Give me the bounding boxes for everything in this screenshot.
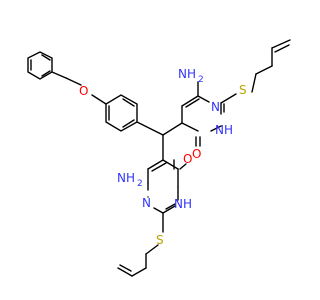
bond-central-upper-pyrimidine <box>162 122 183 136</box>
atom-s-top: S <box>239 83 247 97</box>
bond-aryl-central-ch <box>136 121 164 136</box>
atom-nh-ring1: NH <box>215 123 233 137</box>
bond-ch2-oxygen <box>65 77 82 86</box>
atom-s-bottom: S <box>156 233 164 247</box>
chemical-structure-diagram: NH 2 N S NH O O NH 2 O N NH S <box>27 39 291 277</box>
bond-benzyl-ch2 <box>51 71 67 79</box>
aryl-ring <box>105 94 138 132</box>
atom-o-ring2: O <box>183 152 192 166</box>
upper-pyrimidinone-ring <box>181 81 237 147</box>
upper-allylthio-chain <box>251 39 291 93</box>
atom-nh2-bottom: NH 2 <box>117 171 143 189</box>
atom-n-ring2: N <box>142 196 151 210</box>
atom-nh-ring2: NH <box>174 197 192 211</box>
bond-oxygen-aryl <box>91 94 107 105</box>
svg-text:2: 2 <box>137 179 143 189</box>
benzyl-phenyl-ring <box>27 51 53 80</box>
atom-n-ring1: N <box>211 100 220 114</box>
lower-pyrimidinone-ring <box>147 159 187 233</box>
atom-nh2-top: NH 2 <box>178 67 204 85</box>
svg-text:NH: NH <box>117 171 135 185</box>
svg-text:2: 2 <box>198 75 204 85</box>
svg-text:NH: NH <box>178 67 196 81</box>
lower-allylthio-chain <box>117 244 159 277</box>
molecule-canvas: NH 2 N S NH O O NH 2 O N NH S <box>27 39 291 277</box>
atom-o-ether: O <box>79 84 88 98</box>
atom-o-ring1: O <box>192 147 201 161</box>
